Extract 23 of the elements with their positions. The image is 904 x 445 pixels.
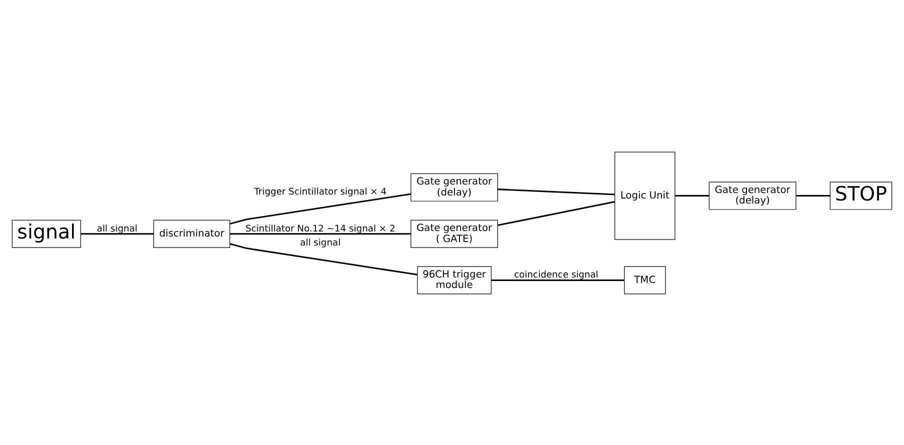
node-box: Logic Unit xyxy=(614,151,676,240)
connector xyxy=(230,242,418,275)
edge-label: Trigger Scintillator signal × 4 xyxy=(254,187,387,198)
connector xyxy=(498,188,615,195)
node-box: signal xyxy=(12,219,81,248)
edge-label: all signal xyxy=(96,224,138,234)
connector xyxy=(230,192,411,224)
edge-label: coincidence signal xyxy=(514,270,598,280)
connector xyxy=(675,194,710,196)
connector xyxy=(796,194,830,196)
connector xyxy=(498,200,615,226)
connector xyxy=(230,232,411,234)
node-box: STOP xyxy=(830,181,892,210)
edge-label: all signal xyxy=(300,238,341,248)
connector xyxy=(80,232,154,234)
node-box: 96CH trigger module xyxy=(417,266,492,294)
node-box: Gate generator ( GATE) xyxy=(410,219,498,248)
node-box: TMC xyxy=(624,266,666,294)
connector xyxy=(491,279,624,281)
edge-label: Scintillator No.12 ~14 signal × 2 xyxy=(245,224,396,234)
node-box: discriminator xyxy=(153,219,230,248)
node-box: Gate generator (delay) xyxy=(708,181,796,210)
node-box: Gate generator (delay) xyxy=(410,172,498,201)
